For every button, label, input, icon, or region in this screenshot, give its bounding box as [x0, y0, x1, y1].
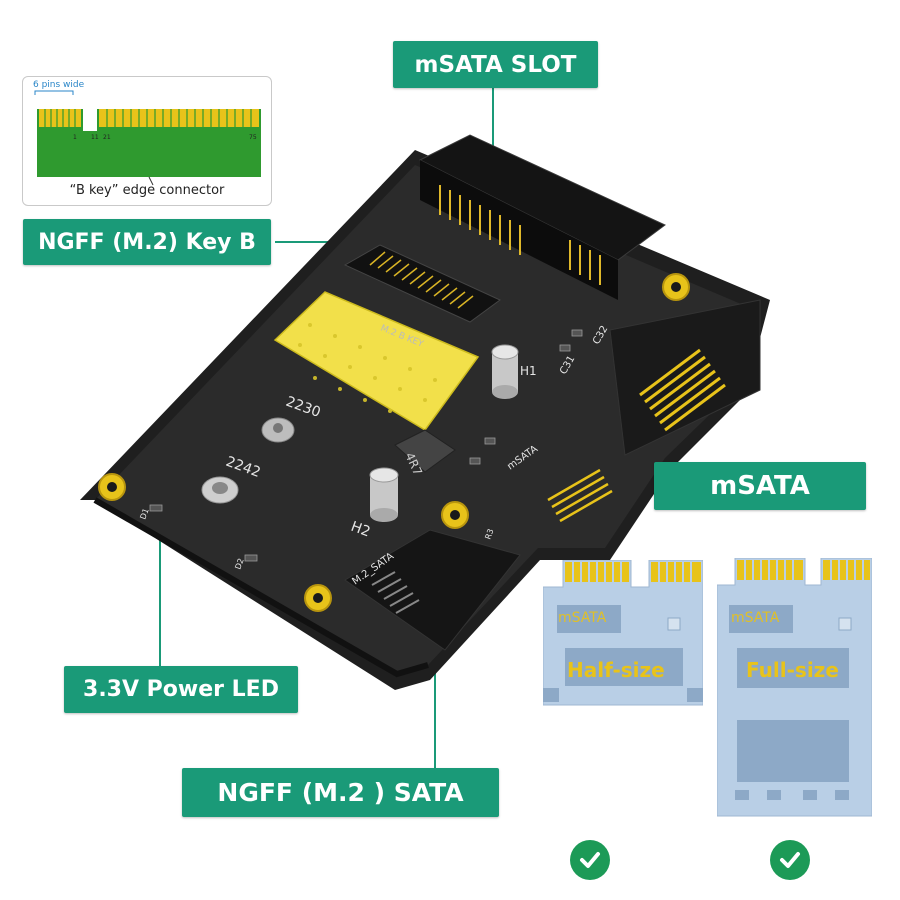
- label-r3: R3: [483, 528, 495, 541]
- check-icon: [770, 840, 810, 880]
- screw-2230: [261, 417, 295, 443]
- callout-msata-slot: mSATA SLOT: [393, 41, 598, 88]
- pin-label-1: 1: [73, 134, 77, 141]
- card-half-size-label: Half-size: [567, 658, 665, 682]
- pin-label-75: 75: [249, 134, 257, 141]
- standoff-h2: [369, 467, 399, 522]
- callout-msata: mSATA: [654, 462, 866, 510]
- callout-ngff-key-b: NGFF (M.2) Key B: [23, 219, 271, 265]
- screw-2242: [201, 476, 239, 504]
- edge-connector-pins: [39, 109, 259, 127]
- pin-label-11: 11: [91, 134, 99, 141]
- edge-connector-caption: “B key” edge connector: [69, 183, 225, 198]
- msata-card-full: [717, 558, 872, 817]
- sata-connector: [609, 299, 761, 456]
- label-h2: H2: [349, 519, 373, 541]
- label-h1: H1: [520, 364, 537, 378]
- label-d2: D2: [233, 557, 245, 571]
- msata-card-half: [543, 560, 703, 706]
- callout-ngff-sata: NGFF (M.2 ) SATA: [182, 768, 499, 817]
- check-icon: [570, 840, 610, 880]
- pins-wide-label: 6 pins wide: [33, 80, 85, 90]
- card-half-msata-label: mSATA: [558, 610, 607, 626]
- card-full-size-label: Full-size: [746, 658, 839, 682]
- callout-power-led: 3.3V Power LED: [64, 666, 298, 713]
- thermal-pad: [273, 291, 480, 431]
- card-full-msata-label: mSATA: [731, 610, 780, 626]
- pin-label-21: 21: [103, 134, 111, 141]
- standoff-h1: [491, 344, 519, 399]
- edge-connector-inset: 1 11 21 75 6 pins wide “B key” edge conn…: [22, 76, 272, 206]
- inductor: [394, 429, 456, 473]
- label-d1: D1: [138, 507, 150, 521]
- power-connector: [344, 529, 521, 651]
